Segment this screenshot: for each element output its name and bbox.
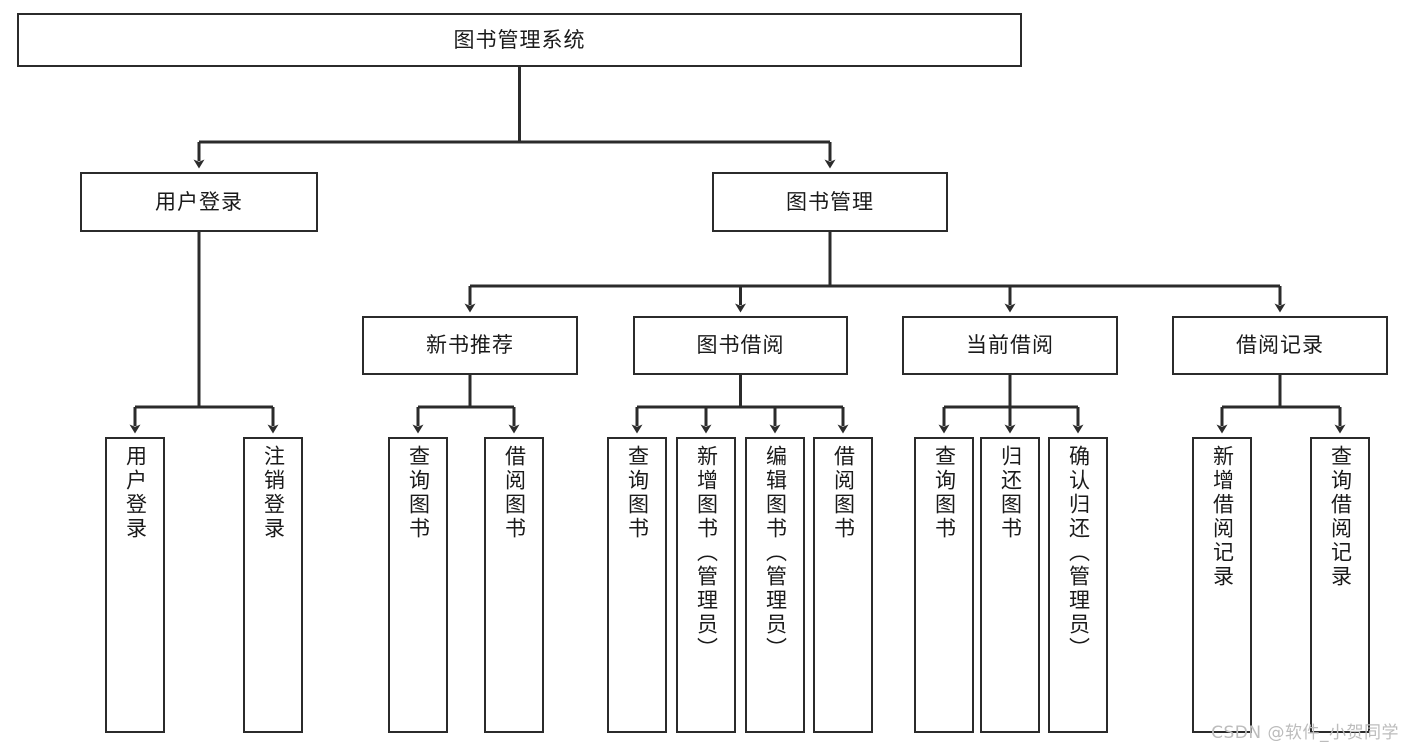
node-label: 用户登录: [155, 189, 243, 214]
node-label: 编辑图书（管理员）: [763, 445, 788, 661]
node-label: 查询图书: [932, 445, 957, 541]
node-label: 查询图书: [625, 445, 650, 541]
node-root: 图书管理系统: [17, 13, 1022, 67]
node-leaf-bb-query: 查询图书: [607, 437, 667, 733]
node-label: 注销登录: [261, 445, 286, 541]
node-leaf-bb-add: 新增图书（管理员）: [676, 437, 736, 733]
node-leaf-nr-borrow: 借阅图书: [484, 437, 544, 733]
node-leaf-rc-query: 查询借阅记录: [1310, 437, 1370, 733]
node-label: 用户登录: [123, 445, 148, 541]
node-leaf-nr-query: 查询图书: [388, 437, 448, 733]
node-leaf-bb-edit: 编辑图书（管理员）: [745, 437, 805, 733]
node-label: 借阅记录: [1236, 333, 1324, 358]
node-current: 当前借阅: [902, 316, 1118, 375]
node-leaf-cb-confirm: 确认归还（管理员）: [1048, 437, 1108, 733]
node-label: 借阅图书: [831, 445, 856, 541]
node-book-manage: 图书管理: [712, 172, 948, 232]
node-label: 查询图书: [406, 445, 431, 541]
node-label: 查询借阅记录: [1328, 445, 1353, 589]
node-leaf-cb-query: 查询图书: [914, 437, 974, 733]
node-label: 新增借阅记录: [1210, 445, 1235, 589]
node-label: 图书管理系统: [453, 27, 586, 52]
node-label: 确认归还（管理员）: [1066, 445, 1091, 661]
node-user-login: 用户登录: [80, 172, 318, 232]
node-leaf-rc-add: 新增借阅记录: [1192, 437, 1252, 733]
node-label: 当前借阅: [966, 333, 1054, 358]
node-label: 归还图书: [998, 445, 1023, 541]
node-leaf-cb-return: 归还图书: [980, 437, 1040, 733]
node-borrow: 图书借阅: [633, 316, 848, 375]
node-new-rec: 新书推荐: [362, 316, 578, 375]
node-label: 借阅图书: [502, 445, 527, 541]
node-records: 借阅记录: [1172, 316, 1388, 375]
node-label: 新书推荐: [426, 333, 514, 358]
node-leaf-bb-borrow: 借阅图书: [813, 437, 873, 733]
node-label: 图书管理: [786, 189, 874, 214]
node-leaf-user-logout: 注销登录: [243, 437, 303, 733]
node-leaf-user-login: 用户登录: [105, 437, 165, 733]
node-label: 图书借阅: [696, 333, 785, 358]
node-label: 新增图书（管理员）: [694, 445, 719, 661]
